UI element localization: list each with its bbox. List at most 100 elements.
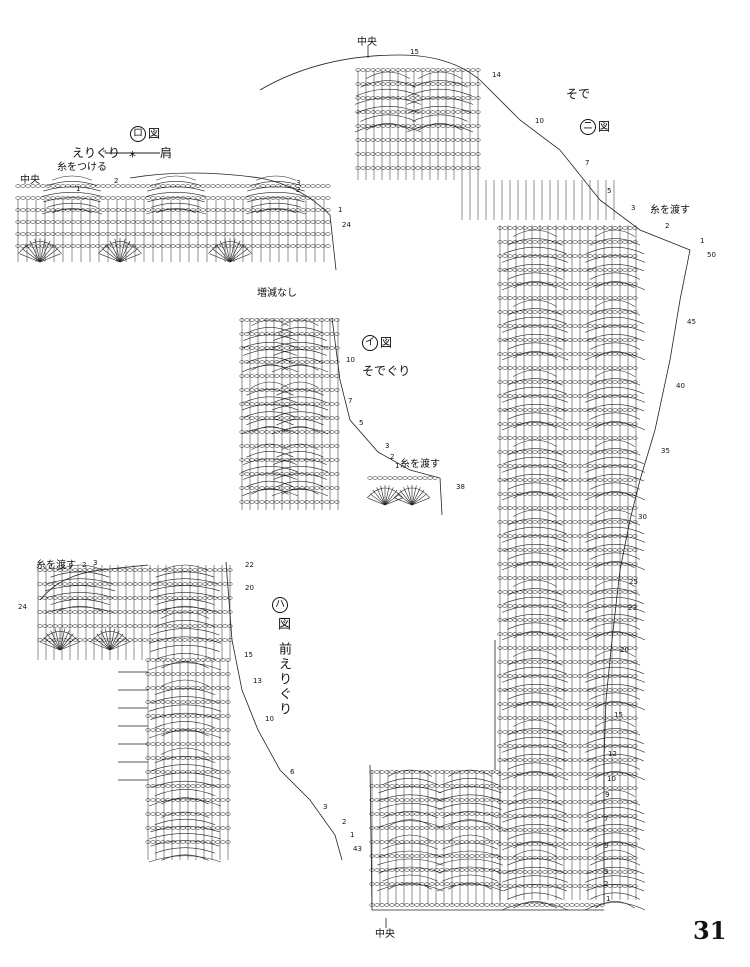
- ni-pineapple: [406, 97, 474, 105]
- chain-row: [192, 638, 198, 642]
- chain-row: [512, 408, 518, 412]
- chain-row: [522, 436, 528, 440]
- ro-pineapple: [256, 208, 296, 214]
- chain-row: [572, 366, 578, 370]
- chain-row: [429, 784, 435, 788]
- chain-row: [150, 812, 156, 816]
- chain-row: [557, 716, 563, 720]
- chain-row: [379, 826, 385, 830]
- ro-pineapple: [52, 175, 92, 181]
- chain-row: [329, 430, 335, 434]
- chain-row: [517, 268, 523, 272]
- chain-row: [562, 632, 568, 636]
- chain-row: [275, 184, 281, 188]
- chain-row: [47, 624, 53, 628]
- chain-row: [537, 618, 543, 622]
- chain-row: [97, 596, 103, 600]
- ha-pineapple: [150, 840, 220, 847]
- chain-row: [542, 870, 548, 874]
- chain-row: [465, 166, 471, 170]
- chain-row: [577, 842, 583, 846]
- chain-row: [157, 596, 163, 600]
- chain-row: [440, 152, 446, 156]
- chain-row: [489, 784, 495, 788]
- chain-row: [170, 714, 176, 718]
- chain-row: [577, 380, 583, 384]
- chain-row: [455, 138, 461, 142]
- chain-row: [557, 436, 563, 440]
- chain-row: [522, 660, 528, 664]
- i-outline: [331, 317, 443, 516]
- chain-row: [152, 568, 158, 572]
- chain-row: [567, 856, 573, 860]
- chain-row: [215, 208, 221, 212]
- chain-row: [150, 700, 156, 704]
- chain-row: [157, 610, 163, 614]
- chain-row: [334, 486, 340, 490]
- chain-row: [90, 244, 96, 248]
- chain-row: [82, 568, 88, 572]
- chain-row: [572, 758, 578, 762]
- chain-row: [137, 638, 143, 642]
- chain-row: [315, 232, 321, 236]
- chain-row: [517, 506, 523, 510]
- chain-row: [537, 758, 543, 762]
- chain-row: [527, 716, 533, 720]
- chain-row: [597, 478, 603, 482]
- chain-row: [385, 68, 391, 72]
- chain-row: [592, 604, 598, 608]
- chain-row: [284, 346, 290, 350]
- chain-row: [617, 576, 623, 580]
- i-chain: [392, 476, 398, 480]
- chain-row: [497, 478, 503, 482]
- ni-pineapple: [589, 622, 641, 630]
- chain-row: [249, 444, 255, 448]
- chain-row: [587, 450, 593, 454]
- ni-pineapple: [507, 482, 563, 490]
- chain-row: [132, 596, 138, 600]
- page-number: 31: [693, 916, 727, 945]
- chain-row: [240, 208, 246, 212]
- chain-row: [225, 826, 231, 830]
- chain-row: [592, 744, 598, 748]
- chain-row: [112, 624, 118, 628]
- chain-row: [150, 840, 156, 844]
- chain-row: [227, 624, 233, 628]
- chain-row: [532, 296, 538, 300]
- chain-row: [180, 700, 186, 704]
- chain-row: [145, 770, 151, 774]
- chain-row: [497, 744, 503, 748]
- chain-row: [632, 394, 638, 398]
- ha-pineapple: [161, 679, 209, 687]
- chain-row: [394, 854, 400, 858]
- ni-pineapple: [513, 649, 557, 657]
- chain-row: [542, 380, 548, 384]
- ro-pineapple: [256, 175, 296, 181]
- chain-row: [370, 68, 376, 72]
- chain-row: [55, 196, 61, 200]
- ro-row-label: 2: [296, 186, 301, 194]
- chain-row: [502, 436, 508, 440]
- chain-row: [502, 310, 508, 314]
- ni-top-label: 2: [665, 222, 670, 230]
- chain-row: [597, 870, 603, 874]
- chain-row: [537, 338, 543, 342]
- ha-pineapple: [148, 704, 222, 712]
- chain-row: [180, 784, 186, 788]
- chain-row: [602, 646, 608, 650]
- chain-row: [309, 360, 315, 364]
- chain-row: [622, 800, 628, 804]
- chain-row: [67, 596, 73, 600]
- chain-row: [160, 220, 166, 224]
- chain-row: [90, 196, 96, 200]
- chain-row: [112, 568, 118, 572]
- i-chain: [407, 476, 413, 480]
- chain-row: [280, 220, 286, 224]
- chain-row: [150, 658, 156, 662]
- chain-row: [567, 226, 573, 230]
- chain-row: [40, 244, 46, 248]
- ro-pineapple: [52, 208, 92, 214]
- pineapple-base: [584, 282, 646, 291]
- chain-row: [632, 646, 638, 650]
- chain-row: [612, 506, 618, 510]
